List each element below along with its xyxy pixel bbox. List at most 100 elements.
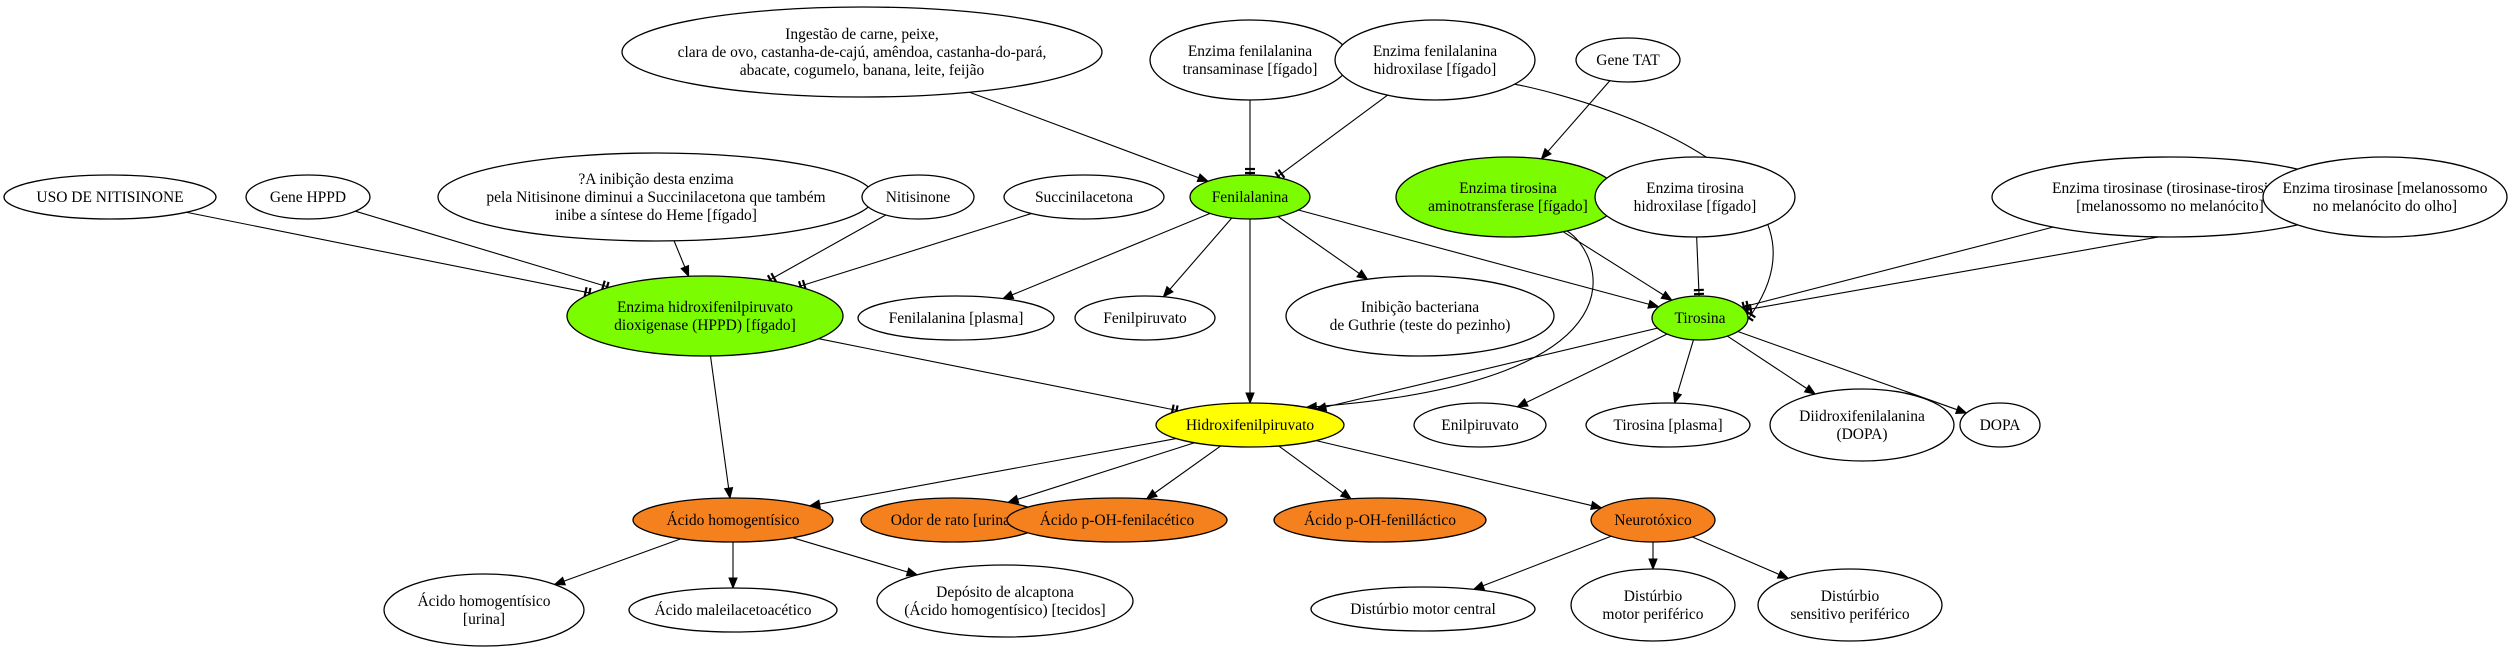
- node-label: Odor de rato [urina]: [891, 512, 1015, 529]
- edge-fenhidroxilase-to-fenilalanina: [1274, 94, 1388, 181]
- edge-nitisinone_uso-to-hppd: [186, 211, 592, 299]
- node-ellipse: [876, 564, 1134, 638]
- edge-genetat-to-tat: [1540, 80, 1611, 160]
- arrowhead-icon: [1803, 384, 1817, 395]
- node-ellipse: [1585, 402, 1751, 448]
- node-ellipse: [1570, 568, 1736, 642]
- node-label: Ácido p-OH-fenilacético: [1040, 512, 1195, 529]
- edge-line: [1278, 445, 1344, 494]
- edge-line: [1325, 327, 1658, 408]
- edge-tirosina-to-dopa_full: [1727, 335, 1817, 395]
- node-ellipse: [245, 174, 371, 220]
- node-ellipse: [1285, 275, 1555, 357]
- node-ellipse: [1651, 295, 1749, 341]
- node-label: (Ácido homogentísico) [tecidos]: [904, 602, 1105, 619]
- node-label: Succinilacetona: [1035, 189, 1133, 206]
- arrowhead-icon: [1001, 290, 1015, 300]
- node-label: Tirosina: [1674, 310, 1725, 327]
- edge-line: [1011, 212, 1211, 296]
- node-label: transaminase [fígado]: [1183, 61, 1318, 78]
- edge-line: [1169, 217, 1233, 290]
- arrowhead-icon: [1339, 488, 1353, 500]
- node-ellipse: [621, 6, 1103, 98]
- node-ellipse: [1003, 174, 1165, 220]
- arrowhead-icon: [1673, 391, 1683, 405]
- node-tirosinase1: Enzima tirosinase (tirosinase-tirosina)[…: [1991, 156, 2349, 238]
- node-label: Fenilalanina [plasma]: [889, 310, 1024, 327]
- edge-line: [1298, 209, 1650, 305]
- edge-line: [792, 537, 908, 573]
- node-ellipse: [3, 174, 217, 220]
- node-label: inibe a síntese do Heme [fígado]: [555, 207, 757, 224]
- node-ellipse: [1149, 19, 1351, 101]
- edge-fenilalanina-to-tirosina: [1298, 209, 1660, 309]
- node-label: Ácido homogentísico: [417, 593, 550, 610]
- edge-line: [1526, 333, 1668, 403]
- edge-fenilalanina-to-fenilpiruvato: [1162, 217, 1233, 298]
- node-ellipse: [383, 573, 585, 647]
- edge-line: [1676, 339, 1695, 394]
- node-maleil: Ácido maleilacetoacético: [628, 587, 838, 633]
- node-ellipse: [1334, 19, 1536, 101]
- node-label: Gene TAT: [1596, 52, 1660, 69]
- node-ellipse: [1769, 388, 1955, 462]
- node-label: (DOPA): [1836, 426, 1887, 443]
- node-alcaptona: Depósito de alcaptona(Ácido homogentísic…: [876, 564, 1134, 638]
- node-ellipse: [1155, 402, 1345, 448]
- arrowhead-icon: [1356, 269, 1369, 280]
- node-label: no melanócito do olho]: [2313, 198, 2457, 215]
- edge-homogentisico-to-maleil: [728, 542, 738, 590]
- node-ellipse: [861, 174, 975, 220]
- arrowhead-icon: [1776, 569, 1790, 579]
- node-genehppd: Gene HPPD: [245, 174, 371, 220]
- edge-line: [1277, 216, 1360, 274]
- node-label: Ingestão de carne, peixe,: [785, 26, 939, 43]
- edge-homogentisico-to-homo_urina: [553, 538, 682, 586]
- edge-line: [1696, 236, 1700, 287]
- edge-line: [777, 214, 887, 277]
- edge-line: [1547, 80, 1611, 152]
- edge-line: [563, 538, 682, 582]
- edge-hppd-to-hidroxi: [818, 338, 1179, 416]
- node-label: Depósito de alcaptona: [936, 584, 1074, 601]
- node-genetat: Gene TAT: [1575, 37, 1681, 83]
- node-succinil: Succinilacetona: [1003, 174, 1165, 220]
- node-fenilpiruvato: Fenilpiruvato: [1074, 295, 1216, 341]
- node-ellipse: [1413, 402, 1547, 448]
- arrowhead-icon: [680, 264, 690, 278]
- edge-inibicao-to-hppd: [673, 240, 690, 278]
- node-ellipse: [2262, 156, 2508, 238]
- edge-homogentisico-to-alcaptona: [792, 537, 919, 577]
- node-label: Enilpiruvato: [1441, 417, 1519, 434]
- edge-neurotoxico-to-motor_perif: [1648, 542, 1658, 571]
- node-label: Fenilalanina: [1212, 189, 1289, 206]
- edge-line: [969, 91, 1199, 179]
- node-label: Fenilpiruvato: [1103, 310, 1187, 327]
- node-enilpiruvato: Enilpiruvato: [1413, 402, 1547, 448]
- node-label: clara de ovo, castanha-de-cajú, amêndoa,…: [678, 44, 1047, 61]
- edge-succinil-to-hppd: [797, 213, 1032, 292]
- edge-line: [1316, 440, 1592, 507]
- node-tir_plasma: Tirosina [plasma]: [1585, 402, 1751, 448]
- edge-line: [807, 213, 1032, 285]
- edge-line: [1017, 442, 1195, 500]
- arrowhead-icon: [1540, 147, 1552, 160]
- node-ellipse: [628, 587, 838, 633]
- node-label: abacate, cogumelo, banana, leite, feijão: [740, 62, 985, 79]
- edge-ingestao-to-fenilalanina: [969, 91, 1210, 183]
- edge-line: [1727, 335, 1808, 389]
- node-label: ?A inibição desta enzima: [578, 171, 733, 188]
- node-nitisinone: Nitisinone: [861, 174, 975, 220]
- node-label: Hidroxifenilpiruvato: [1186, 417, 1315, 434]
- node-ellipse: [1757, 568, 1943, 642]
- node-label: de Guthrie (teste do pezinho): [1330, 317, 1511, 334]
- edge-hppd-to-homogentisico: [709, 355, 734, 500]
- edge-fenilalanina-to-fen_plasma: [1001, 212, 1211, 300]
